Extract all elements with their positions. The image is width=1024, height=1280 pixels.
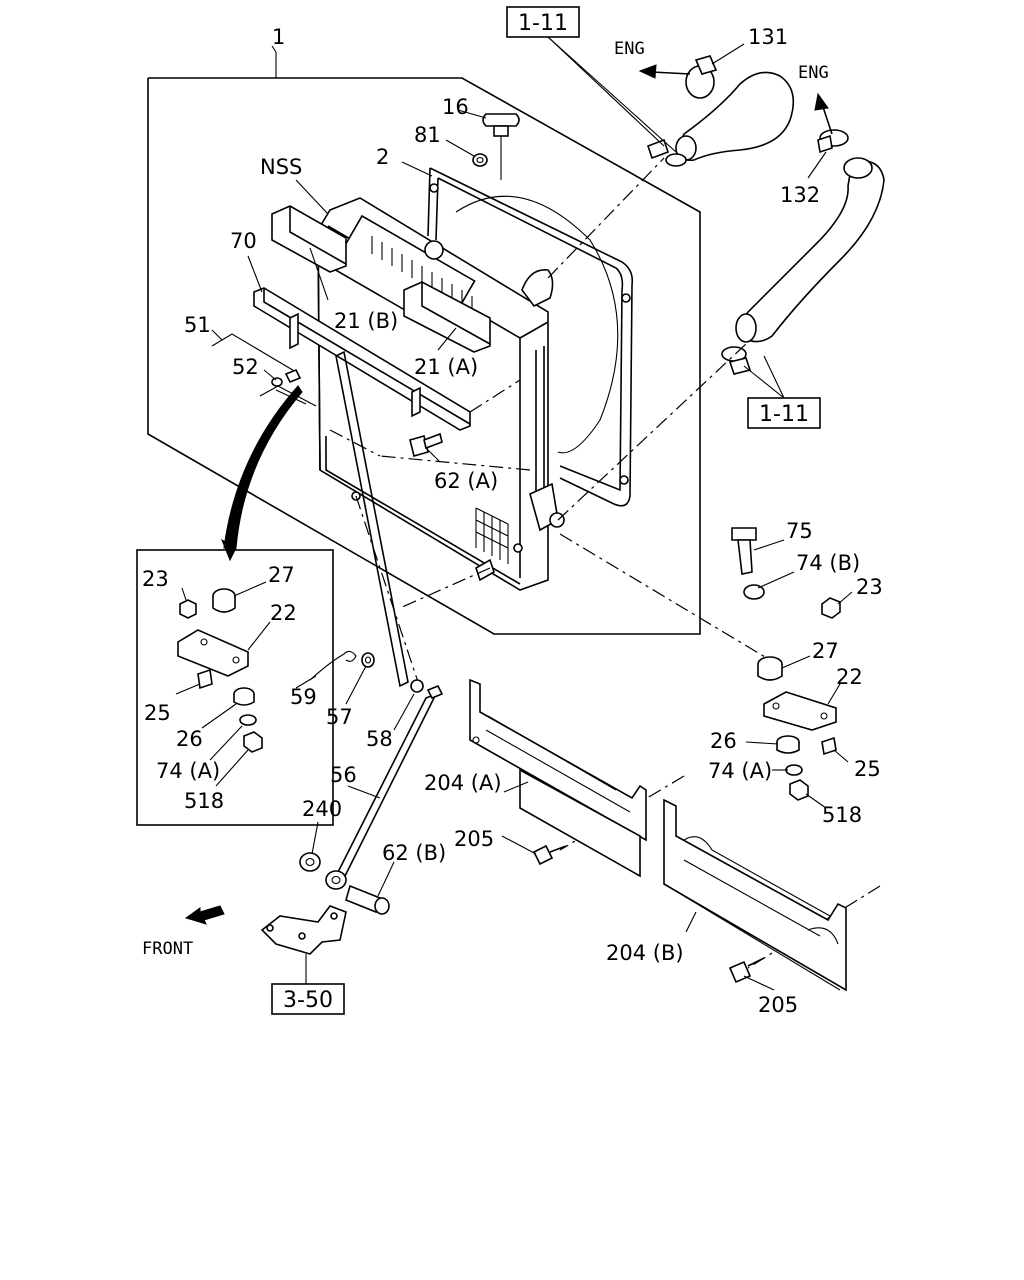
reference-box-bottom[interactable]: 3-50 xyxy=(271,983,345,1015)
label-1: 1 xyxy=(272,25,285,49)
label-26-right: 26 xyxy=(710,729,737,753)
label-27-inset: 27 xyxy=(268,563,295,587)
eng-arrow-left xyxy=(638,64,691,79)
label-62b: 62 (B) xyxy=(382,841,446,865)
label-204b: 204 (B) xyxy=(606,941,684,965)
label-204a: 204 (A) xyxy=(424,771,502,795)
label-22-inset: 22 xyxy=(270,601,297,625)
center-lines xyxy=(329,157,881,969)
label-74b: 74 (B) xyxy=(796,551,860,575)
label-25-inset: 25 xyxy=(144,701,171,725)
label-240: 240 xyxy=(302,797,342,821)
label-eng-left: ENG xyxy=(614,39,645,59)
reference-label-bottom: 3-50 xyxy=(283,988,333,1013)
label-75: 75 xyxy=(786,519,813,543)
label-2: 2 xyxy=(376,145,389,169)
cover-204a xyxy=(469,678,647,878)
rod-end-bushing xyxy=(325,870,347,890)
lower-hose-132 xyxy=(735,129,885,343)
inset-washer-74a xyxy=(239,714,257,726)
inset-nut-518 xyxy=(243,731,263,753)
bracket-70 xyxy=(253,287,471,431)
label-25-right: 25 xyxy=(854,757,881,781)
upper-hose-131 xyxy=(675,55,795,162)
label-518-right: 518 xyxy=(822,803,862,827)
label-205-left: 205 xyxy=(454,827,494,851)
label-132: 132 xyxy=(780,183,820,207)
label-131: 131 xyxy=(748,25,788,49)
label-21a: 21 (A) xyxy=(414,355,478,379)
baffle-21b xyxy=(271,205,347,273)
bolt-52 xyxy=(271,368,302,387)
nut-23-right xyxy=(821,597,841,619)
reference-box-top[interactable]: 1-11 xyxy=(506,6,677,153)
detail-inset xyxy=(136,385,334,826)
inset-bolt-25 xyxy=(197,668,213,690)
label-26-inset: 26 xyxy=(176,727,203,751)
bolt-62a xyxy=(409,432,443,457)
label-eng-right: ENG xyxy=(798,63,829,83)
label-56: 56 xyxy=(330,763,357,787)
fan-shroud xyxy=(427,167,634,507)
label-70: 70 xyxy=(230,229,257,253)
reference-label-right: 1-11 xyxy=(759,402,809,427)
label-16: 16 xyxy=(442,95,469,119)
washer-74b xyxy=(743,584,765,600)
bolt-25-right xyxy=(821,736,837,756)
inset-bracket-22 xyxy=(177,629,249,677)
clip-59 xyxy=(309,650,357,681)
leader-lines xyxy=(175,43,853,991)
clamp-lower xyxy=(721,346,752,375)
baffle-21a xyxy=(403,281,491,353)
cushion-27-right xyxy=(757,656,783,681)
label-21b: 21 (B) xyxy=(334,309,398,333)
nut-518-right xyxy=(789,779,809,801)
label-57: 57 xyxy=(326,705,353,729)
bolt-205-left xyxy=(532,844,567,866)
label-59: 59 xyxy=(290,685,317,709)
washer-74a-right xyxy=(785,764,803,776)
part-labels: 1 NSS 2 81 16 70 21 (B) 21 (A) 51 52 62 … xyxy=(142,25,883,1017)
inset-cushion-27 xyxy=(212,588,236,613)
label-205-right: 205 xyxy=(758,993,798,1017)
label-23-inset: 23 xyxy=(142,567,169,591)
inset-cushion-26 xyxy=(233,687,255,706)
label-22-right: 22 xyxy=(836,665,863,689)
front-arrow xyxy=(184,905,225,925)
label-74a-right: 74 (A) xyxy=(708,759,772,783)
cap-gasket xyxy=(472,153,488,167)
bolt-62b xyxy=(345,884,390,915)
label-front: FRONT xyxy=(142,939,193,959)
label-518-inset: 518 xyxy=(184,789,224,813)
label-nss: NSS xyxy=(260,155,302,179)
washer-57 xyxy=(361,652,375,668)
radiator-cap xyxy=(482,113,520,180)
cushion-26-right xyxy=(776,735,800,754)
lower-bracket xyxy=(260,905,347,984)
label-58: 58 xyxy=(366,727,393,751)
bracket-22-right xyxy=(763,691,837,731)
reference-label-top: 1-11 xyxy=(518,11,568,36)
cover-204b xyxy=(663,798,847,992)
label-52: 52 xyxy=(232,355,259,379)
label-51: 51 xyxy=(184,313,211,337)
assembly-1-boundary xyxy=(147,52,701,635)
eng-arrow-right xyxy=(814,92,833,135)
label-81: 81 xyxy=(414,123,441,147)
inset-nut-23 xyxy=(179,599,197,619)
reference-box-right[interactable]: 1-11 xyxy=(743,355,821,429)
bushing-240 xyxy=(299,852,321,872)
label-74a-inset: 74 (A) xyxy=(156,759,220,783)
label-62a: 62 (A) xyxy=(434,469,498,493)
bolt-75 xyxy=(731,527,757,575)
label-27-right: 27 xyxy=(812,639,839,663)
label-23-right: 23 xyxy=(856,575,883,599)
